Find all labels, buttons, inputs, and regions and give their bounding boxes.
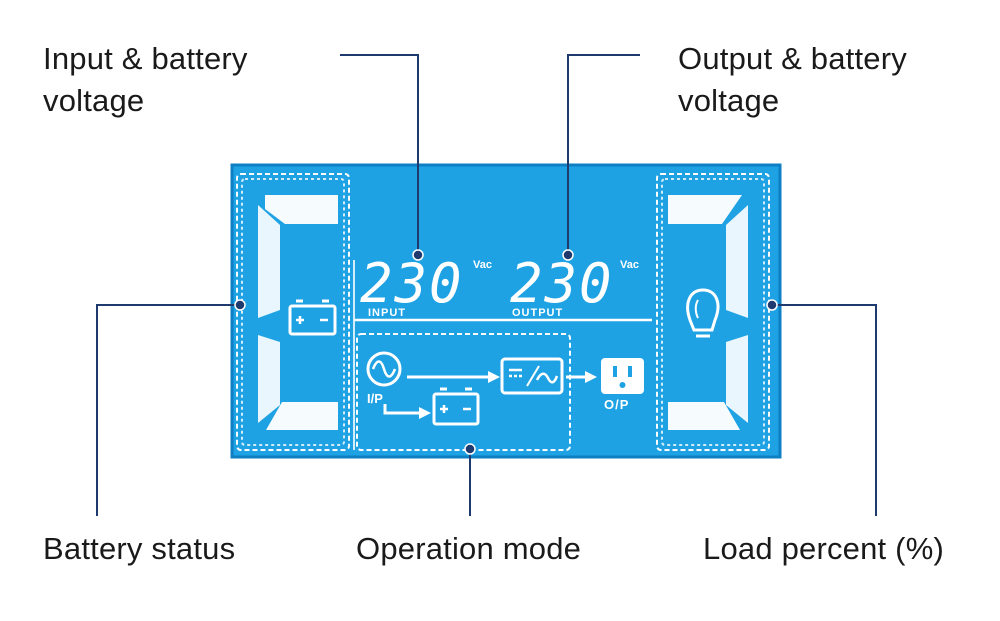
load-level-segments (668, 195, 748, 430)
output-caption: OUTPUT (512, 307, 563, 319)
load-level-bar (656, 173, 770, 451)
input-voltage-unit: Vac (473, 259, 492, 271)
battery-level-bar (236, 173, 350, 451)
input-label-line-1: Input & battery (43, 41, 248, 76)
flow-arrows (383, 371, 597, 419)
output-label-line-1: Output & battery (678, 41, 907, 76)
input-caption: INPUT (368, 307, 406, 319)
ip-label: I/P (367, 391, 383, 406)
leader-dots (234, 249, 778, 455)
battery-icon (288, 299, 337, 336)
input-battery-voltage-label: Input & battery voltage (43, 38, 248, 122)
operation-mode-label: Operation mode (356, 531, 582, 566)
inverter-icon (500, 357, 564, 395)
leader-lines (96, 54, 877, 516)
battery-status-label: Battery status (43, 531, 236, 566)
input-voltage-value: 230 (360, 252, 464, 315)
op-label: O/P (604, 397, 629, 412)
battery-icon (432, 387, 480, 426)
ac-source-icon (366, 351, 402, 387)
load-percent-label: Load percent (%) (703, 531, 944, 566)
output-voltage-unit: Vac (620, 259, 639, 271)
load-bulb-icon (686, 288, 720, 338)
output-battery-voltage-label: Output & battery voltage (678, 38, 907, 122)
outlet-icon (601, 358, 644, 394)
battery-level-segments (258, 195, 338, 430)
output-label-line-2: voltage (678, 83, 780, 118)
output-voltage-readout: 230 Vac OUTPUT (510, 252, 639, 319)
input-voltage-readout: 230 Vac INPUT (360, 252, 492, 319)
output-voltage-value: 230 (510, 252, 614, 315)
input-label-line-2: voltage (43, 83, 145, 118)
operation-mode-box (356, 333, 571, 451)
